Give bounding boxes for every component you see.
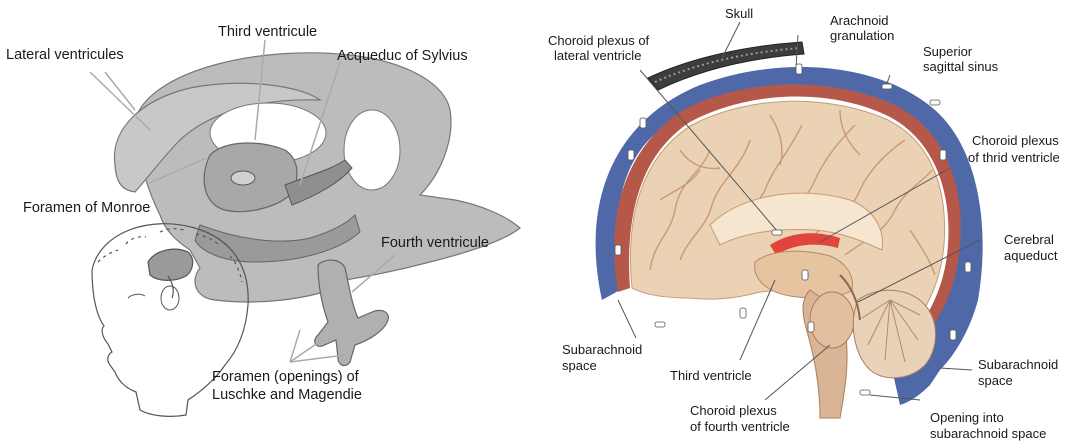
label-cerebral-aqueduct-line2: aqueduct	[1004, 248, 1058, 263]
posterior-opening	[344, 110, 400, 190]
pons	[810, 292, 854, 348]
label-choroid-third-line1: Choroid plexus	[972, 133, 1059, 148]
label-skull: Skull	[725, 6, 753, 21]
label-third-ventricule: Third ventricule	[218, 24, 317, 41]
label-subarachnoid-right-line2: space	[978, 373, 1013, 388]
label-foramen-openings-line1: Foramen (openings) of	[212, 369, 359, 386]
label-arachnoid-line1: Arachnoid	[830, 13, 889, 28]
label-choroid-lateral-line2: lateral ventricle	[554, 48, 641, 63]
label-choroid-fourth-line1: Choroid plexus	[690, 403, 777, 418]
label-fourth-ventricule: Fourth ventricule	[381, 235, 489, 252]
label-opening-line1: Opening into	[930, 410, 1004, 425]
sagittal-brain-panel: Skull Arachnoid granulation Superior sag…	[540, 0, 1088, 442]
label-arachnoid-line2: granulation	[830, 28, 894, 43]
label-choroid-lateral-line1: Choroid plexus of	[548, 33, 649, 48]
label-foramen-of-monroe: Foramen of Monroe	[23, 200, 150, 217]
label-acqueduc-of-sylvius: Acqueduc of Sylvius	[337, 48, 468, 65]
label-lateral-ventricules: Lateral ventricules	[6, 47, 124, 64]
label-cerebral-aqueduct-line1: Cerebral	[1004, 232, 1054, 247]
massa-intermedia	[231, 171, 255, 185]
label-subarachnoid-right-line1: Subarachnoid	[978, 357, 1058, 372]
label-superior-sinus-line1: Superior	[923, 44, 972, 59]
label-choroid-fourth-line2: of fourth ventricle	[690, 419, 790, 434]
label-choroid-third-line2: of thrid ventricle	[968, 150, 1060, 165]
label-opening-line2: subarachnoid space	[930, 426, 1046, 441]
ventricular-system-panel: Lateral ventricules Third ventricule Acq…	[0, 0, 540, 442]
label-subarachnoid-left-line1: Subarachnoid	[562, 342, 642, 357]
label-superior-sinus-line2: sagittal sinus	[923, 59, 998, 74]
label-third-ventricle: Third ventricle	[670, 368, 752, 383]
label-subarachnoid-left-line2: space	[562, 358, 597, 373]
cerebellum	[853, 290, 935, 377]
label-foramen-openings-line2: Luschke and Magendie	[212, 387, 362, 404]
